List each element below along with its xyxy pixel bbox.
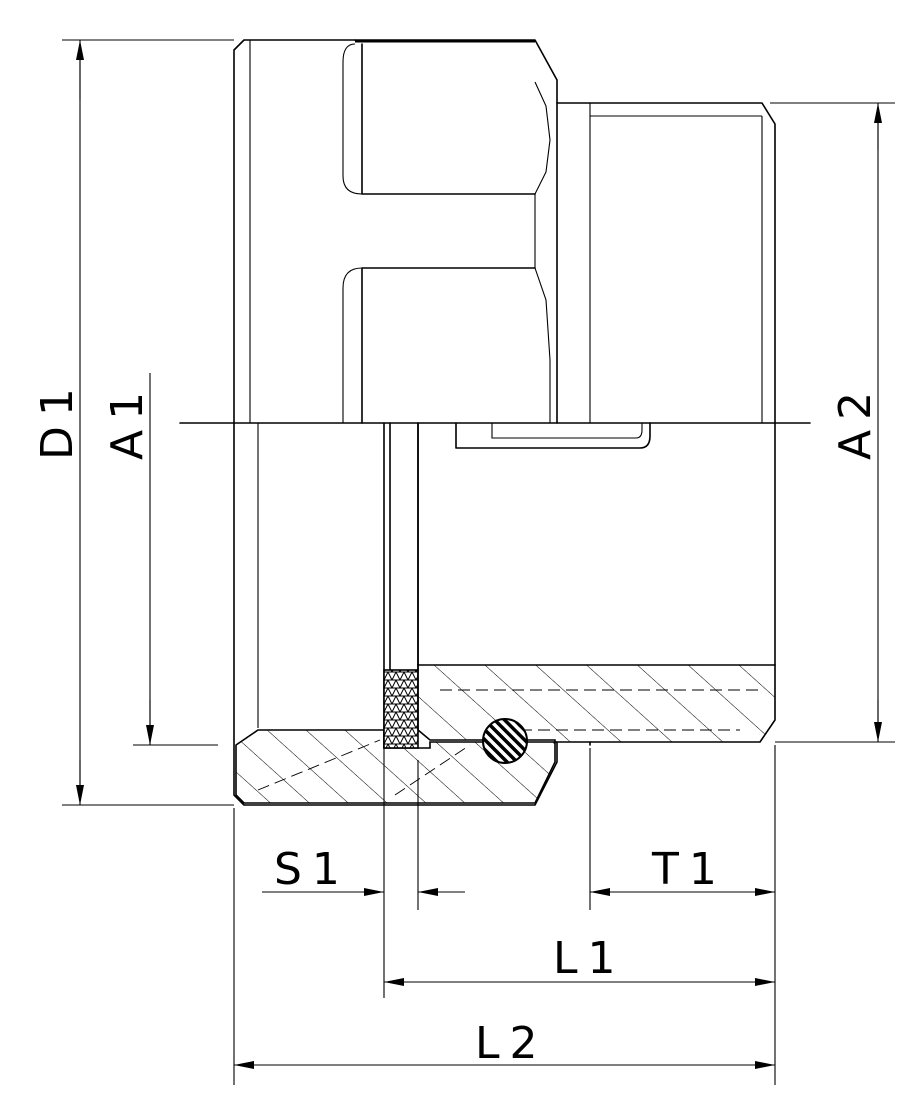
exterior-view: [233, 39, 776, 449]
label-d1: D1: [32, 378, 83, 460]
label-l2: L2: [475, 1018, 548, 1069]
label-a1: A1: [102, 382, 153, 460]
labels: D1 A1 A2 S1 T1 L1 L2: [32, 378, 881, 1069]
label-a2: A2: [830, 382, 881, 460]
label-t1: T1: [651, 844, 727, 895]
label-l1: L1: [553, 933, 626, 984]
o-ring: [482, 718, 528, 764]
gasket-knurl: [383, 669, 419, 749]
label-s1: S1: [274, 844, 350, 895]
section-view: [233, 422, 776, 806]
dimensions: [62, 39, 895, 1085]
